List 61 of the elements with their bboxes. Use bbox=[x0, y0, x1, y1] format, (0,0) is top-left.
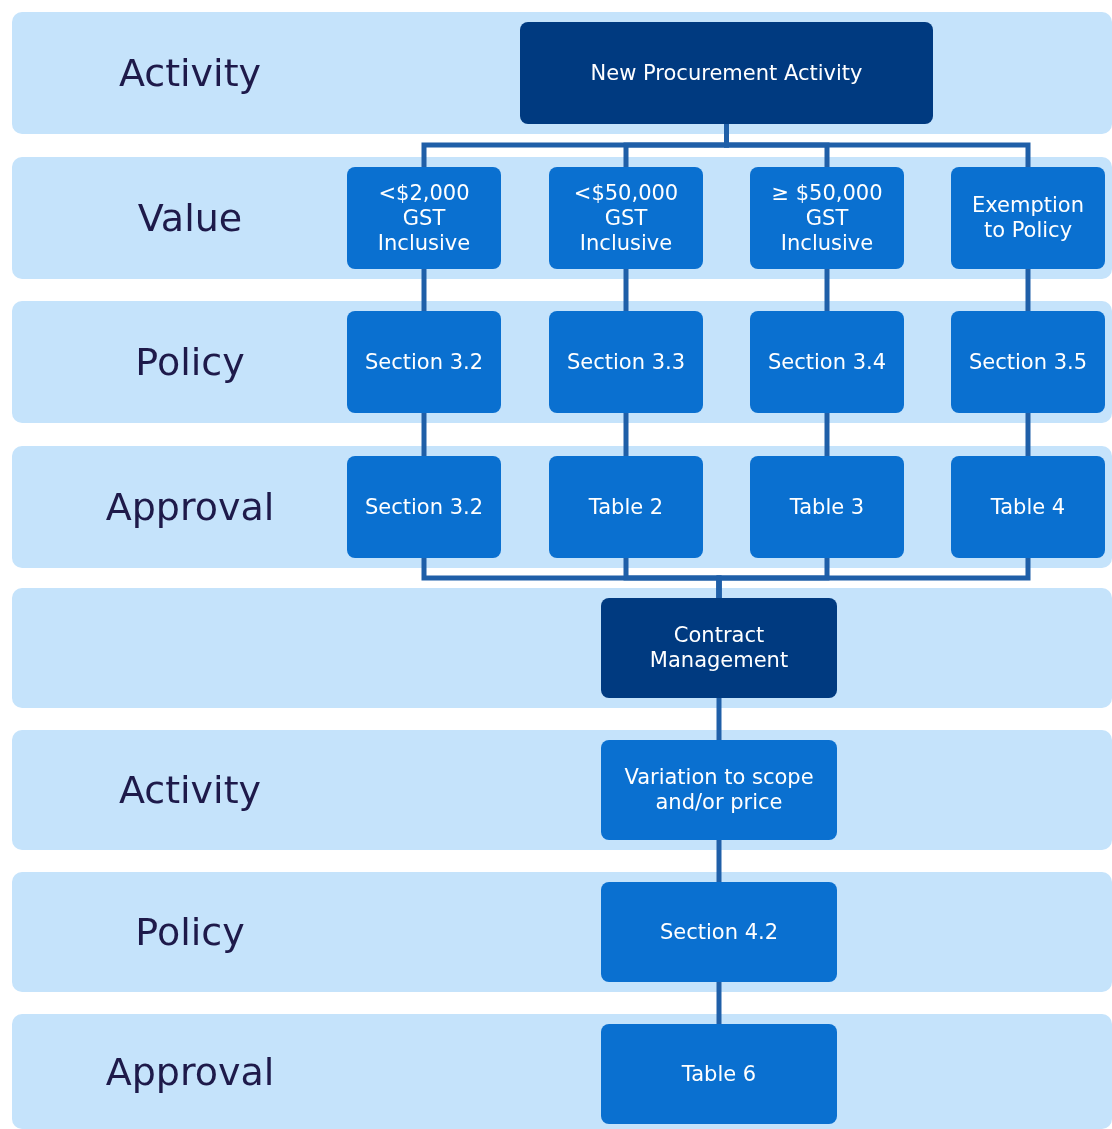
process-box bbox=[951, 456, 1105, 558]
process-box bbox=[750, 167, 904, 269]
row-band bbox=[12, 157, 1112, 279]
box-label: Section 4.2 bbox=[659, 919, 779, 945]
connector-line bbox=[1025, 269, 1031, 311]
connector-line bbox=[824, 269, 830, 311]
process-box bbox=[520, 22, 933, 124]
process-box bbox=[750, 311, 904, 413]
box-label: Section 3.4 bbox=[767, 349, 887, 375]
row-band bbox=[12, 588, 1112, 708]
connector-line bbox=[623, 413, 629, 456]
row-band bbox=[12, 730, 1112, 850]
connector-line bbox=[1025, 413, 1031, 456]
connector-line bbox=[716, 698, 722, 740]
process-box bbox=[601, 1024, 837, 1124]
box-label: Table 4 bbox=[990, 494, 1066, 520]
process-box bbox=[347, 311, 501, 413]
connector-line bbox=[716, 558, 1031, 598]
box-label: New Procurement Activity bbox=[590, 60, 863, 86]
row-band bbox=[12, 872, 1112, 992]
box-label: Table 3 bbox=[789, 494, 865, 520]
process-box bbox=[549, 456, 703, 558]
box-label: Section 3.2 bbox=[364, 494, 484, 520]
box-label: ≥ $50,000 GST Inclusive bbox=[770, 180, 884, 256]
row-label: Approval bbox=[104, 485, 276, 529]
row-band bbox=[12, 12, 1112, 134]
box-label: Table 6 bbox=[681, 1061, 757, 1087]
row-label: Approval bbox=[104, 1049, 276, 1094]
connector-line bbox=[824, 413, 830, 456]
process-box bbox=[347, 167, 501, 269]
connector-line bbox=[421, 413, 427, 456]
process-box bbox=[549, 311, 703, 413]
process-box bbox=[601, 740, 837, 840]
box-label: <$50,000 GST Inclusive bbox=[572, 180, 680, 256]
process-box bbox=[750, 456, 904, 558]
box-label: Table 2 bbox=[588, 494, 664, 520]
process-box bbox=[347, 456, 501, 558]
box-label: Contract Management bbox=[648, 623, 790, 673]
row-label: Activity bbox=[117, 51, 263, 95]
row-label: Policy bbox=[134, 340, 246, 384]
row-band bbox=[12, 1014, 1112, 1129]
box-label: Section 3.2 bbox=[364, 349, 484, 375]
box-label: Variation to scope and/or price bbox=[623, 765, 815, 815]
box-label: Exemption to Policy bbox=[971, 193, 1085, 243]
connector-line bbox=[716, 982, 722, 1024]
row-label: Value bbox=[136, 196, 244, 240]
process-box bbox=[601, 882, 837, 982]
connector-line bbox=[421, 269, 427, 311]
process-box bbox=[601, 598, 837, 698]
box-label: Section 3.5 bbox=[968, 349, 1088, 375]
connector-line bbox=[623, 269, 629, 311]
connector-line bbox=[716, 840, 722, 882]
row-label: Activity bbox=[117, 768, 263, 812]
box-label: <$2,000 GST Inclusive bbox=[376, 180, 472, 256]
row-band bbox=[12, 301, 1112, 423]
process-box bbox=[549, 167, 703, 269]
row-label: Policy bbox=[134, 910, 246, 954]
process-box bbox=[951, 311, 1105, 413]
row-band bbox=[12, 446, 1112, 568]
process-box bbox=[951, 167, 1105, 269]
box-label: Section 3.3 bbox=[566, 349, 686, 375]
